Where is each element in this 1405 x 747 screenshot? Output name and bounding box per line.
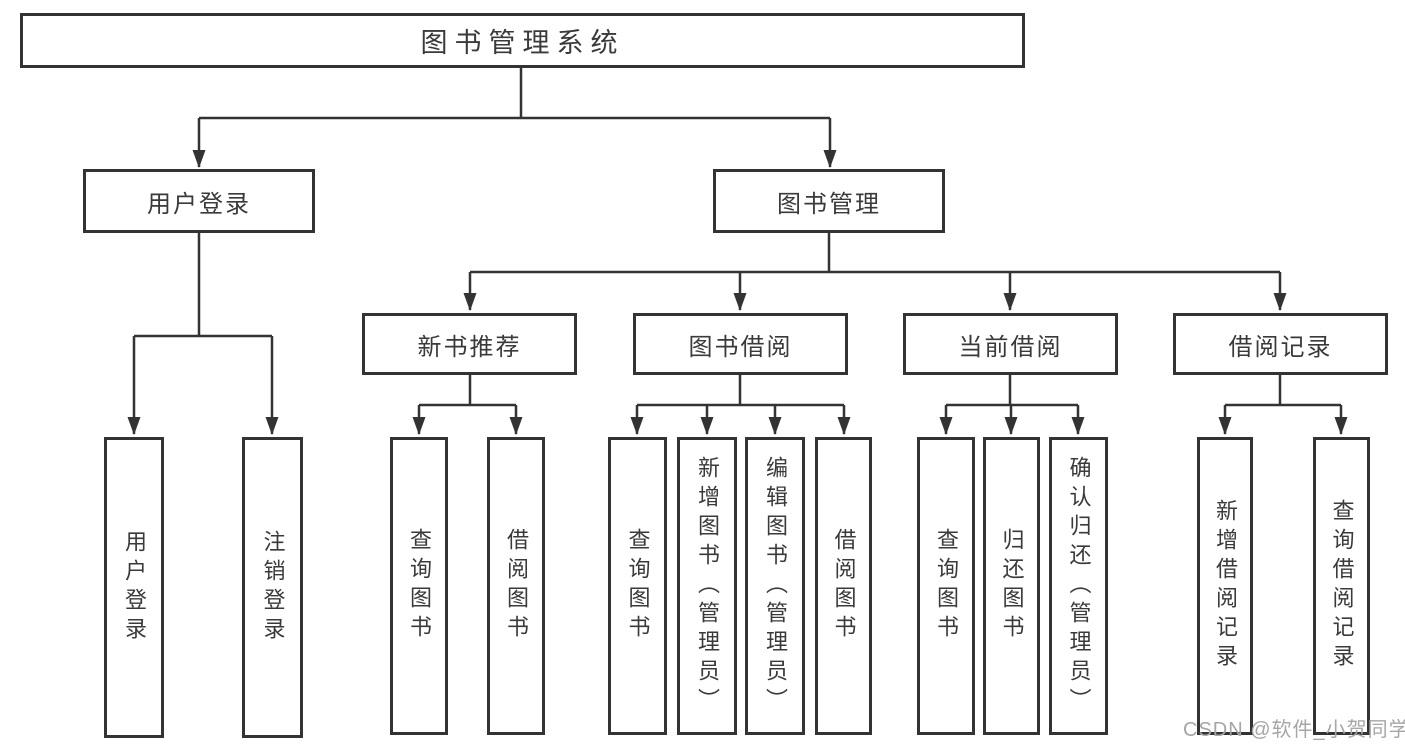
leaf-label: 编辑图书（管理员） [763,455,788,717]
node-user-login: 用户登录 [83,169,315,233]
leaf-label: 查询图书 [934,528,959,644]
leaf-label: 确认归还（管理员） [1066,455,1092,717]
leaf-label: 新增借阅记录 [1213,499,1238,673]
connector-current-borrow-trunk [946,375,1078,407]
leaf-add-book: 新增图书（管理员） [677,437,737,735]
leaf-label: 注销登录 [260,529,286,646]
node-borrow-record: 借阅记录 [1173,313,1388,375]
leaf-query-book-1: 查询图书 [390,437,448,735]
connector-root-trunk [199,68,830,120]
leaf-borrow-book-2: 借阅图书 [815,437,872,735]
node-root: 图书管理系统 [20,13,1025,68]
leaf-logout: 注销登录 [242,437,303,738]
node-current-borrow: 当前借阅 [903,313,1118,375]
leaf-label: 新增图书（管理员） [695,455,720,717]
node-book-borrow: 图书借阅 [633,313,848,375]
leaf-user-login: 用户登录 [104,437,164,738]
leaf-label: 查询图书 [407,528,432,644]
leaf-query-book-2: 查询图书 [608,437,667,735]
connector-borrow-record-trunk [1225,375,1341,407]
csdn-watermark: CSDN @软件_小贺同学 [1183,719,1405,741]
connector-new-book-trunk [419,375,516,407]
connector-user-login-trunk [134,233,272,338]
leaf-edit-book: 编辑图书（管理员） [745,437,805,735]
leaf-label: 查询图书 [625,528,651,644]
leaf-label: 归还图书 [999,528,1025,644]
connector-book-borrow-trunk [637,375,844,407]
connector-book-mgmt-trunk [470,233,1280,274]
leaf-return-book: 归还图书 [983,437,1040,735]
leaf-label: 借阅图书 [504,528,529,644]
node-new-book: 新书推荐 [362,313,577,375]
leaf-query-record: 查询借阅记录 [1313,437,1370,735]
leaf-query-book-3: 查询图书 [917,437,975,735]
leaf-add-record: 新增借阅记录 [1197,437,1253,735]
leaf-label: 借阅图书 [831,528,857,644]
leaf-borrow-book-1: 借阅图书 [487,437,545,735]
leaf-label: 查询借阅记录 [1329,499,1355,673]
leaf-label: 用户登录 [122,529,147,646]
node-book-mgmt: 图书管理 [713,169,945,233]
leaf-confirm-return: 确认归还（管理员） [1049,437,1108,735]
